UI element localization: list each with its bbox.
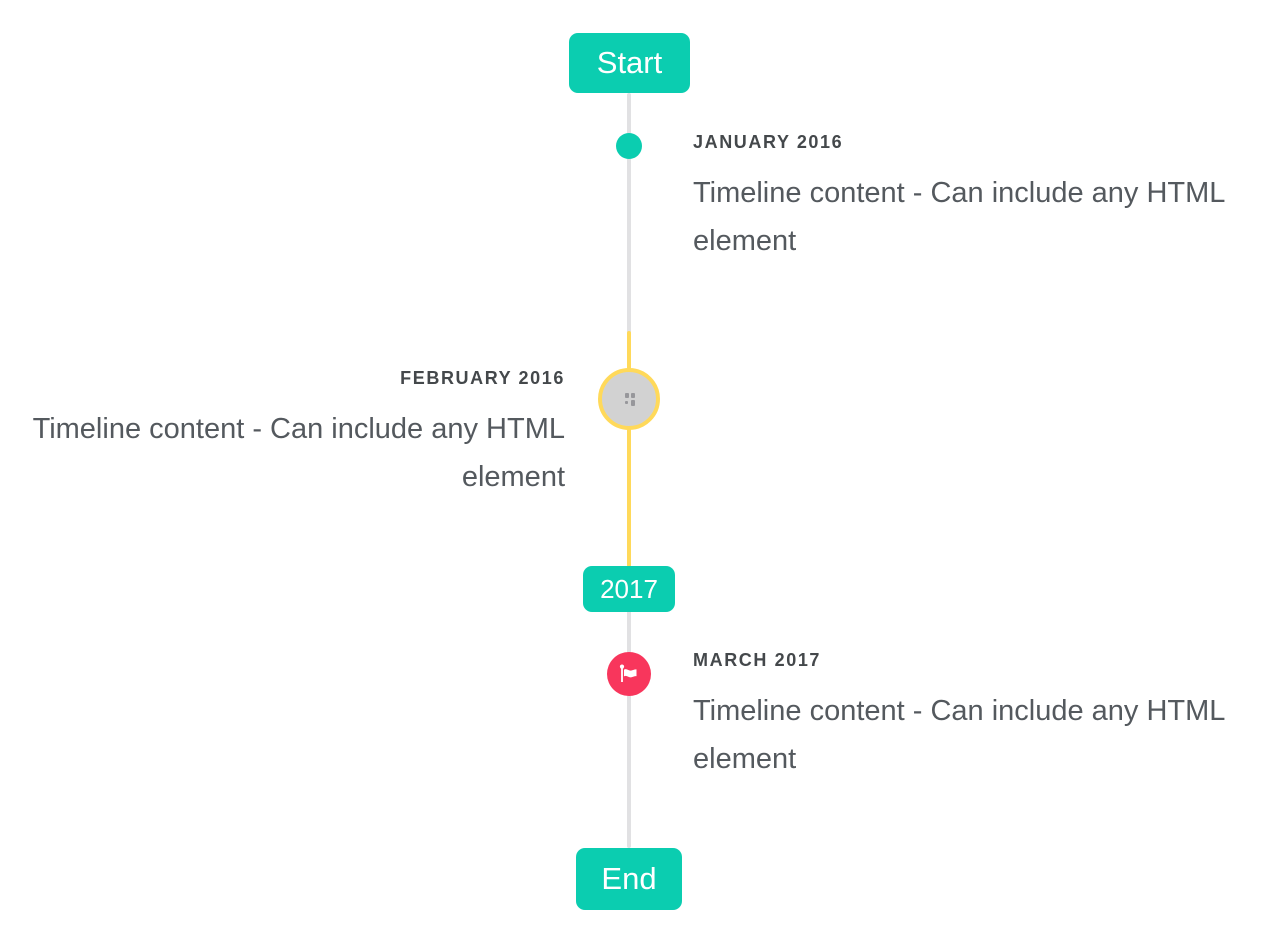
item-date-label: MARCH 2017	[693, 650, 822, 670]
item-content: Timeline content - Can include any HTML …	[32, 413, 565, 493]
timeline-item-january: JANUARY 2016 Timeline content - Can incl…	[693, 132, 1228, 265]
january-marker-dot	[616, 133, 642, 159]
item-date-label: FEBRUARY 2016	[400, 368, 565, 388]
march-marker-flag-circle	[607, 652, 651, 696]
flag-icon	[617, 662, 641, 686]
end-badge: End	[576, 848, 682, 910]
timeline-item-march: MARCH 2017 Timeline content - Can includ…	[693, 650, 1228, 783]
february-marker-photo-circle	[598, 368, 660, 430]
timeline-item-february: FEBRUARY 2016 Timeline content - Can inc…	[30, 368, 565, 501]
year-badge-label: 2017	[600, 573, 658, 604]
item-content: Timeline content - Can include any HTML …	[693, 695, 1225, 775]
end-badge-label: End	[601, 861, 657, 896]
start-badge: Start	[569, 33, 690, 93]
year-badge: 2017	[583, 566, 675, 612]
broken-image-icon	[621, 392, 638, 407]
item-date-label: JANUARY 2016	[693, 132, 844, 152]
item-content: Timeline content - Can include any HTML …	[693, 177, 1225, 257]
timeline-axis-highlight-segment	[627, 331, 631, 567]
start-badge-label: Start	[596, 45, 663, 80]
